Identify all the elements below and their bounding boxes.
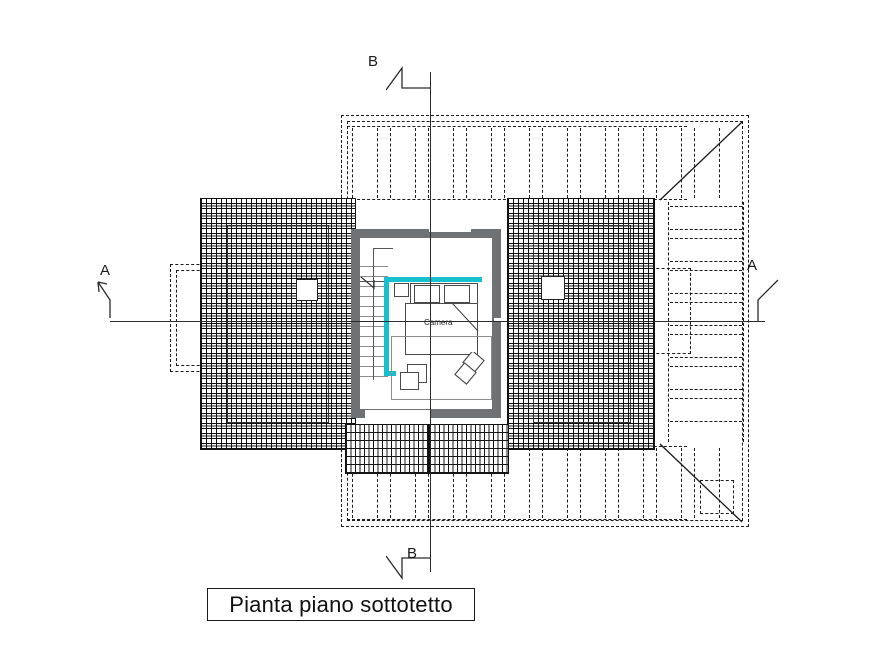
floor-zone-outline (391, 336, 492, 400)
stair-landing-line (360, 281, 386, 283)
door-opening-bottom (365, 410, 431, 419)
skylight-void-right (541, 276, 565, 300)
section-marker-a-right (757, 279, 779, 321)
roof-rafter (694, 128, 720, 198)
roof-rafter (580, 128, 606, 198)
roof-rafter (670, 398, 742, 422)
section-axis-b-line (430, 72, 432, 572)
roof-step-notch-right (651, 268, 691, 354)
accent-wall-vertical (384, 277, 389, 376)
drawing-title-box: Pianta piano sottotetto (207, 588, 475, 621)
roof-rafter (390, 128, 416, 198)
roof-rafter (504, 128, 530, 198)
furniture-square-lower (400, 372, 419, 390)
stair-handrail-top (373, 248, 393, 250)
stair-direction-arrow-icon (360, 276, 375, 290)
skylight-void-left (296, 279, 318, 301)
brick-band-bottom-left (345, 424, 429, 474)
bedside-unit (394, 283, 409, 297)
masonry-hatch-left (200, 198, 356, 450)
stair-stringer-vertical (373, 248, 375, 380)
roof-rafter (670, 206, 742, 230)
accent-wall-foot (384, 371, 396, 376)
drawing-title-text: Pianta piano sottotetto (229, 591, 453, 617)
roof-rafter (580, 448, 606, 518)
bed-blanket-fold-icon (452, 303, 479, 332)
pillow-right (444, 285, 470, 303)
roof-rafter (618, 128, 644, 198)
door-opening-top (429, 227, 471, 232)
roof-rafter (352, 448, 378, 518)
roof-rafter (670, 334, 742, 358)
roof-rafter (428, 448, 454, 518)
roof-rafter (670, 270, 742, 294)
roof-hip-corner-box-bottom (700, 480, 734, 514)
bed-mattress (405, 303, 478, 355)
roof-rafter (504, 448, 530, 518)
section-marker-a-left-label: A (100, 262, 111, 279)
hatch-right-inner-outline (533, 225, 631, 423)
masonry-hatch-right (507, 198, 655, 450)
wall-opening-right (494, 318, 502, 322)
roof-rafter (466, 128, 492, 198)
section-marker-b-bottom (386, 555, 430, 580)
roof-rafter (466, 448, 492, 518)
section-marker-a-left (97, 281, 111, 318)
roof-rafter-band-top (347, 126, 687, 200)
roof-rafter (390, 448, 416, 518)
pillow-left (414, 285, 440, 303)
brick-band-bottom-right (429, 424, 509, 474)
section-axis-a-line (110, 321, 765, 323)
roof-rafter (618, 448, 644, 518)
roof-rafter (670, 302, 742, 326)
section-marker-b-top (386, 66, 430, 91)
roof-rafter (428, 128, 454, 198)
roof-rafter (670, 238, 742, 262)
section-marker-b-bottom-label: B (407, 545, 418, 562)
roof-rafter (542, 128, 568, 198)
roof-rafter (542, 448, 568, 518)
accent-wall-horizontal (384, 277, 482, 282)
hatch-left-inner-outline (227, 225, 329, 423)
section-marker-a-right-label: A (747, 257, 758, 274)
roof-rafter (670, 366, 742, 390)
furniture-rotated-squares-icon (454, 352, 485, 385)
section-marker-b-top-label: B (368, 53, 379, 70)
room-label-camera: Camera (424, 318, 453, 327)
roof-rafter (352, 128, 378, 198)
